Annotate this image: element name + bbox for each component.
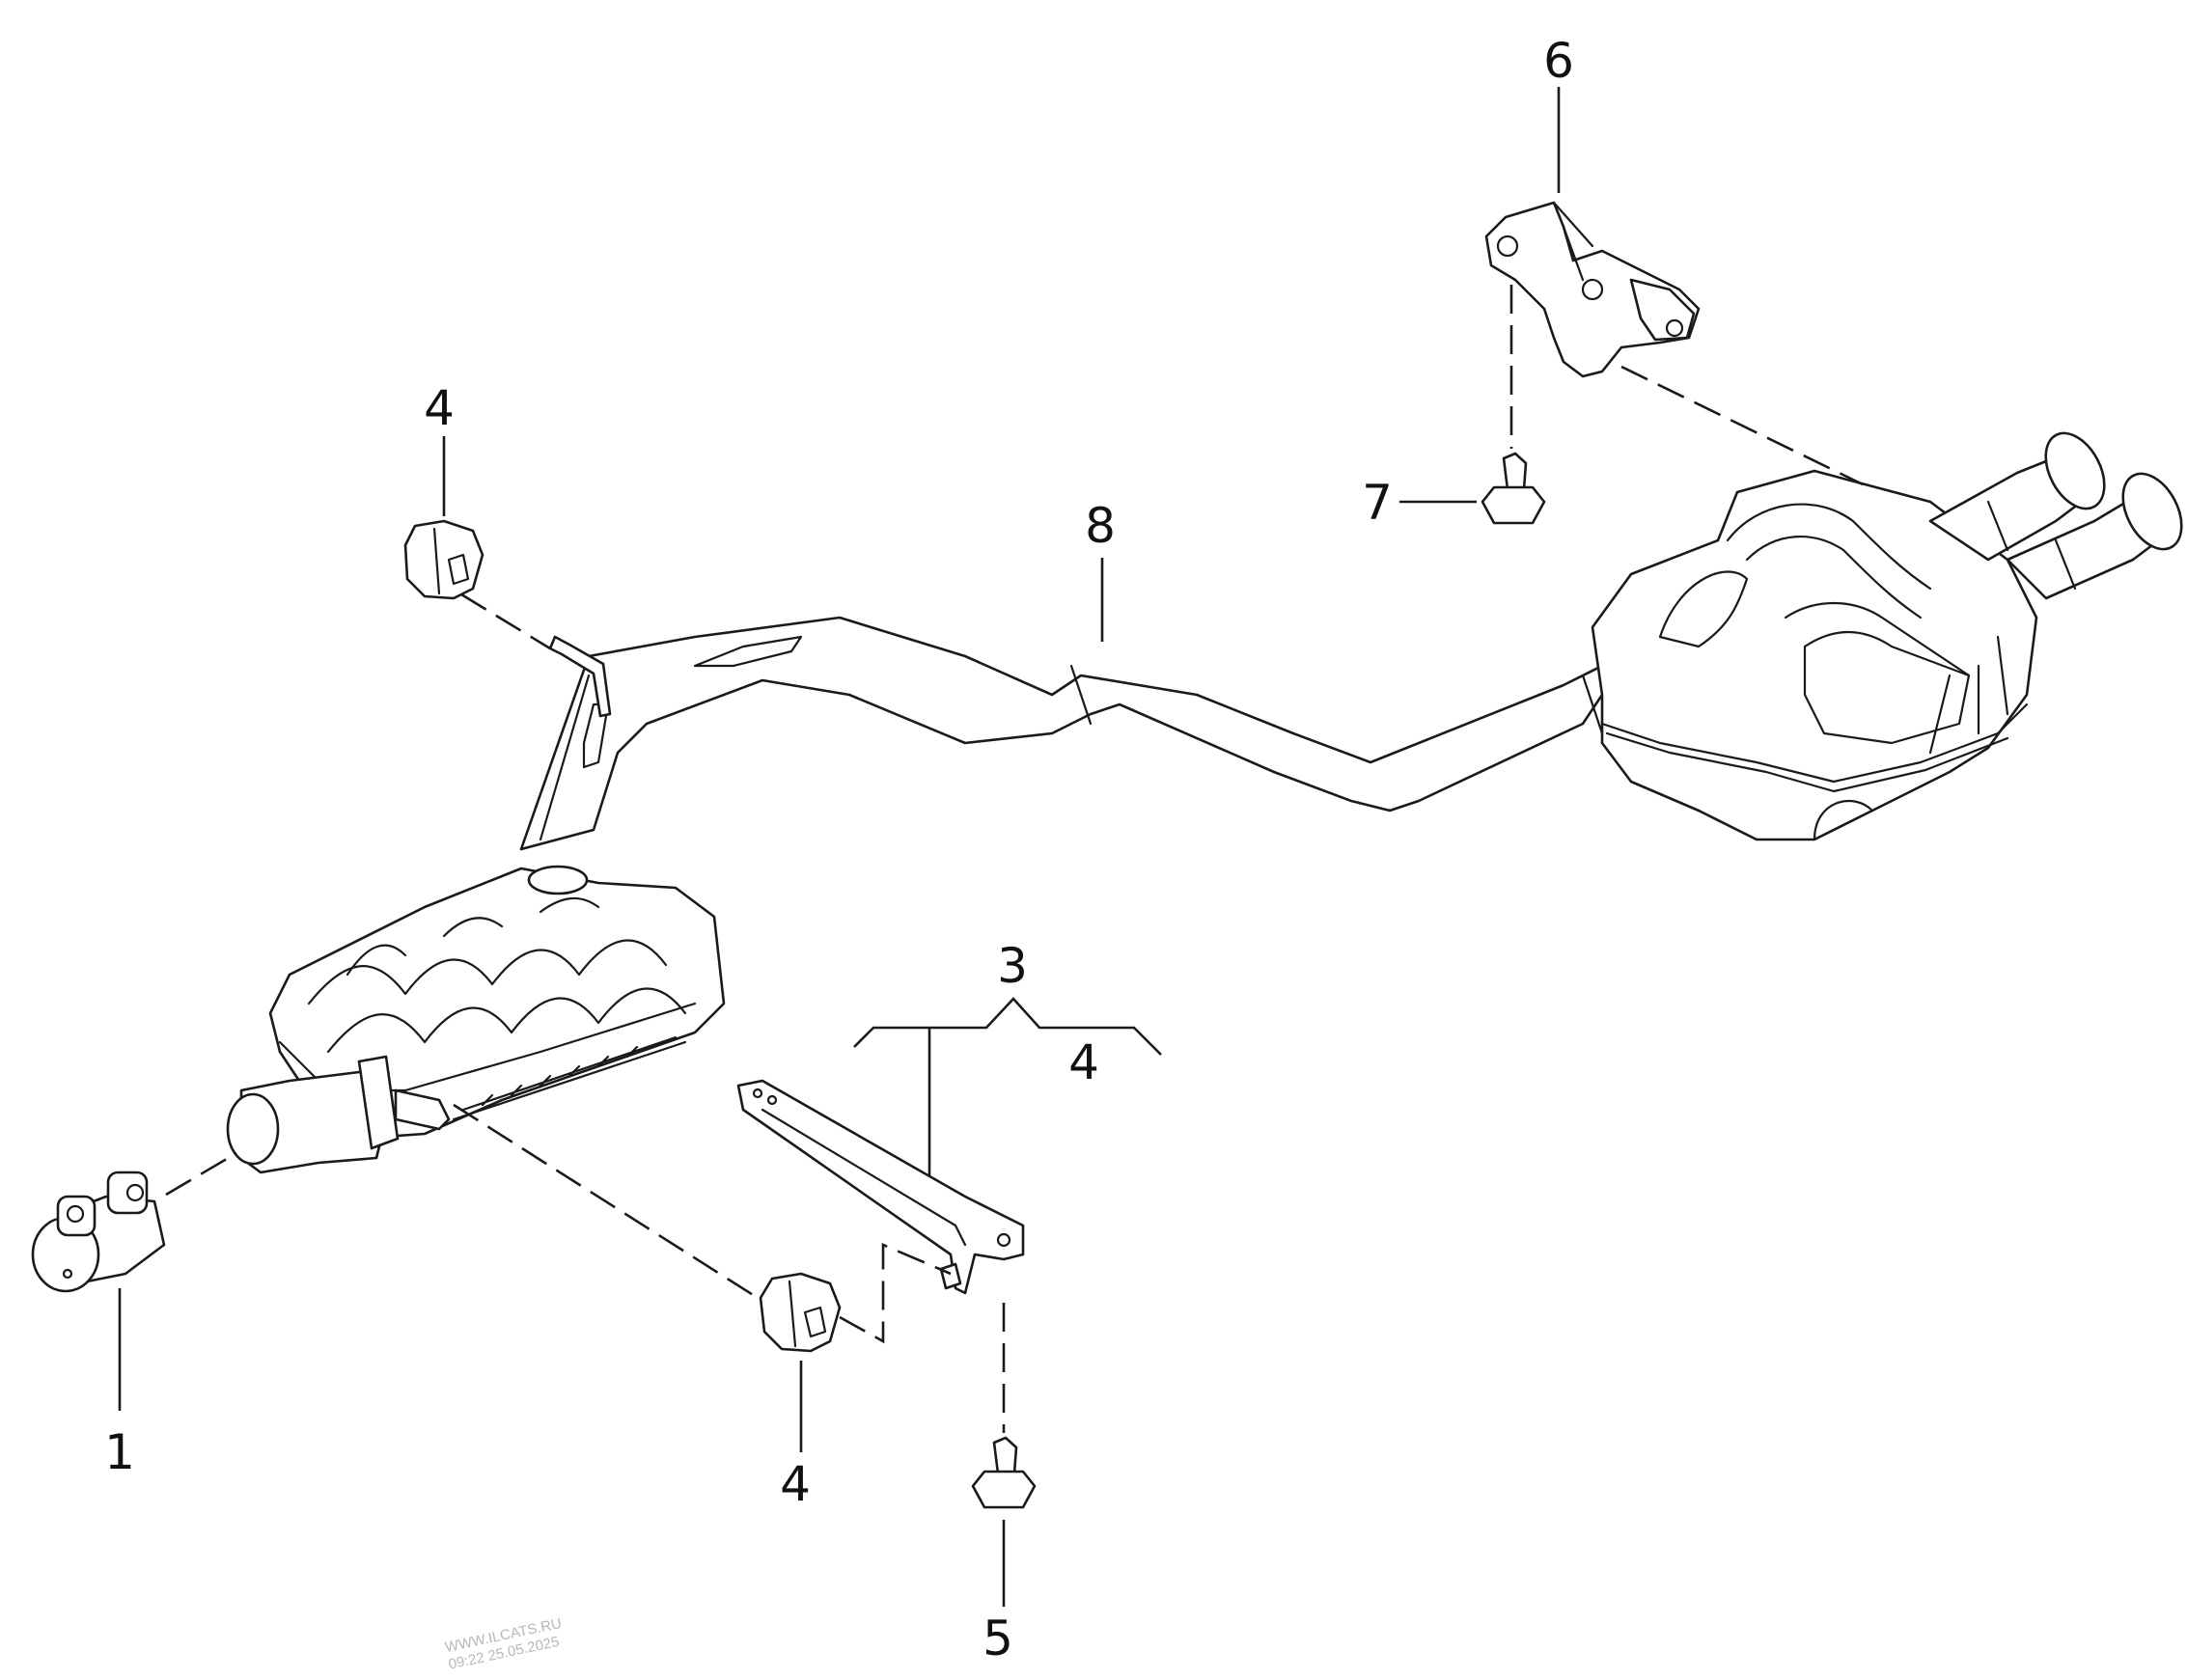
callout-3-sub-4: 4 bbox=[1068, 1034, 1099, 1090]
callout-6: 6 bbox=[1543, 33, 1574, 89]
support-bracket bbox=[736, 1079, 1025, 1295]
callout-7: 7 bbox=[1362, 475, 1393, 531]
leader-lines bbox=[118, 87, 1561, 1607]
callout-1: 1 bbox=[104, 1424, 135, 1480]
rear-muffler bbox=[1591, 469, 2038, 841]
callout-4-top: 4 bbox=[424, 380, 455, 436]
rubber-mount-bottom bbox=[759, 1272, 842, 1353]
bolt-bottom bbox=[971, 1436, 1037, 1509]
rubber-mount-top bbox=[403, 519, 484, 600]
watermark: WWW.ILCATS.RU 09:22 25.05.2025 bbox=[444, 1615, 564, 1673]
front-outlet-pipe bbox=[226, 1055, 451, 1174]
front-hanger-rod bbox=[548, 635, 612, 718]
assembly-lines bbox=[165, 285, 1864, 1433]
pipe-clamp bbox=[31, 1170, 166, 1293]
callout-5: 5 bbox=[983, 1611, 1013, 1666]
bolt-top bbox=[1481, 452, 1546, 525]
callout-4-bottom: 4 bbox=[780, 1456, 811, 1512]
callout-8: 8 bbox=[1085, 498, 1116, 554]
rear-tailpipes bbox=[1928, 431, 2183, 600]
exhaust-pipe bbox=[519, 616, 1604, 851]
hanger-bracket bbox=[1484, 201, 1701, 378]
callout-3: 3 bbox=[997, 938, 1028, 994]
